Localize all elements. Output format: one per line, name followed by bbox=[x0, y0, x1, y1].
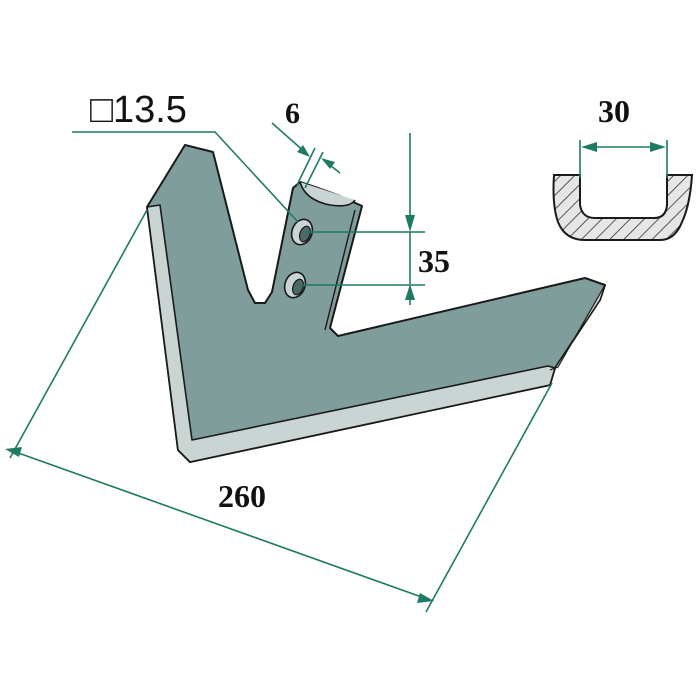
hole-size-dimension: □13.5 bbox=[72, 89, 299, 223]
shank-top-curve bbox=[299, 181, 356, 207]
mounting-hole-lower bbox=[283, 271, 307, 299]
shank-thickness-dimension: 6 bbox=[271, 97, 341, 189]
profile-section-shape bbox=[552, 174, 694, 241]
overall-width-label: 260 bbox=[218, 478, 266, 514]
hole-size-leader bbox=[72, 131, 299, 223]
mounting-hole-upper bbox=[290, 218, 314, 246]
profile-cross-section: 30 bbox=[552, 93, 694, 241]
profile-width-label: 30 bbox=[598, 93, 630, 129]
shank-fold-line bbox=[324, 209, 356, 331]
overall-width-dimension: 260 bbox=[5, 209, 553, 613]
hole-spacing-dimension: 35 bbox=[298, 133, 450, 305]
shank-thickness-label: 6 bbox=[285, 97, 300, 130]
right-tip-bevel bbox=[549, 284, 606, 371]
blade bbox=[146, 144, 606, 463]
hole-size-label: □13.5 bbox=[90, 89, 187, 131]
hole-spacing-label: 35 bbox=[418, 243, 450, 279]
